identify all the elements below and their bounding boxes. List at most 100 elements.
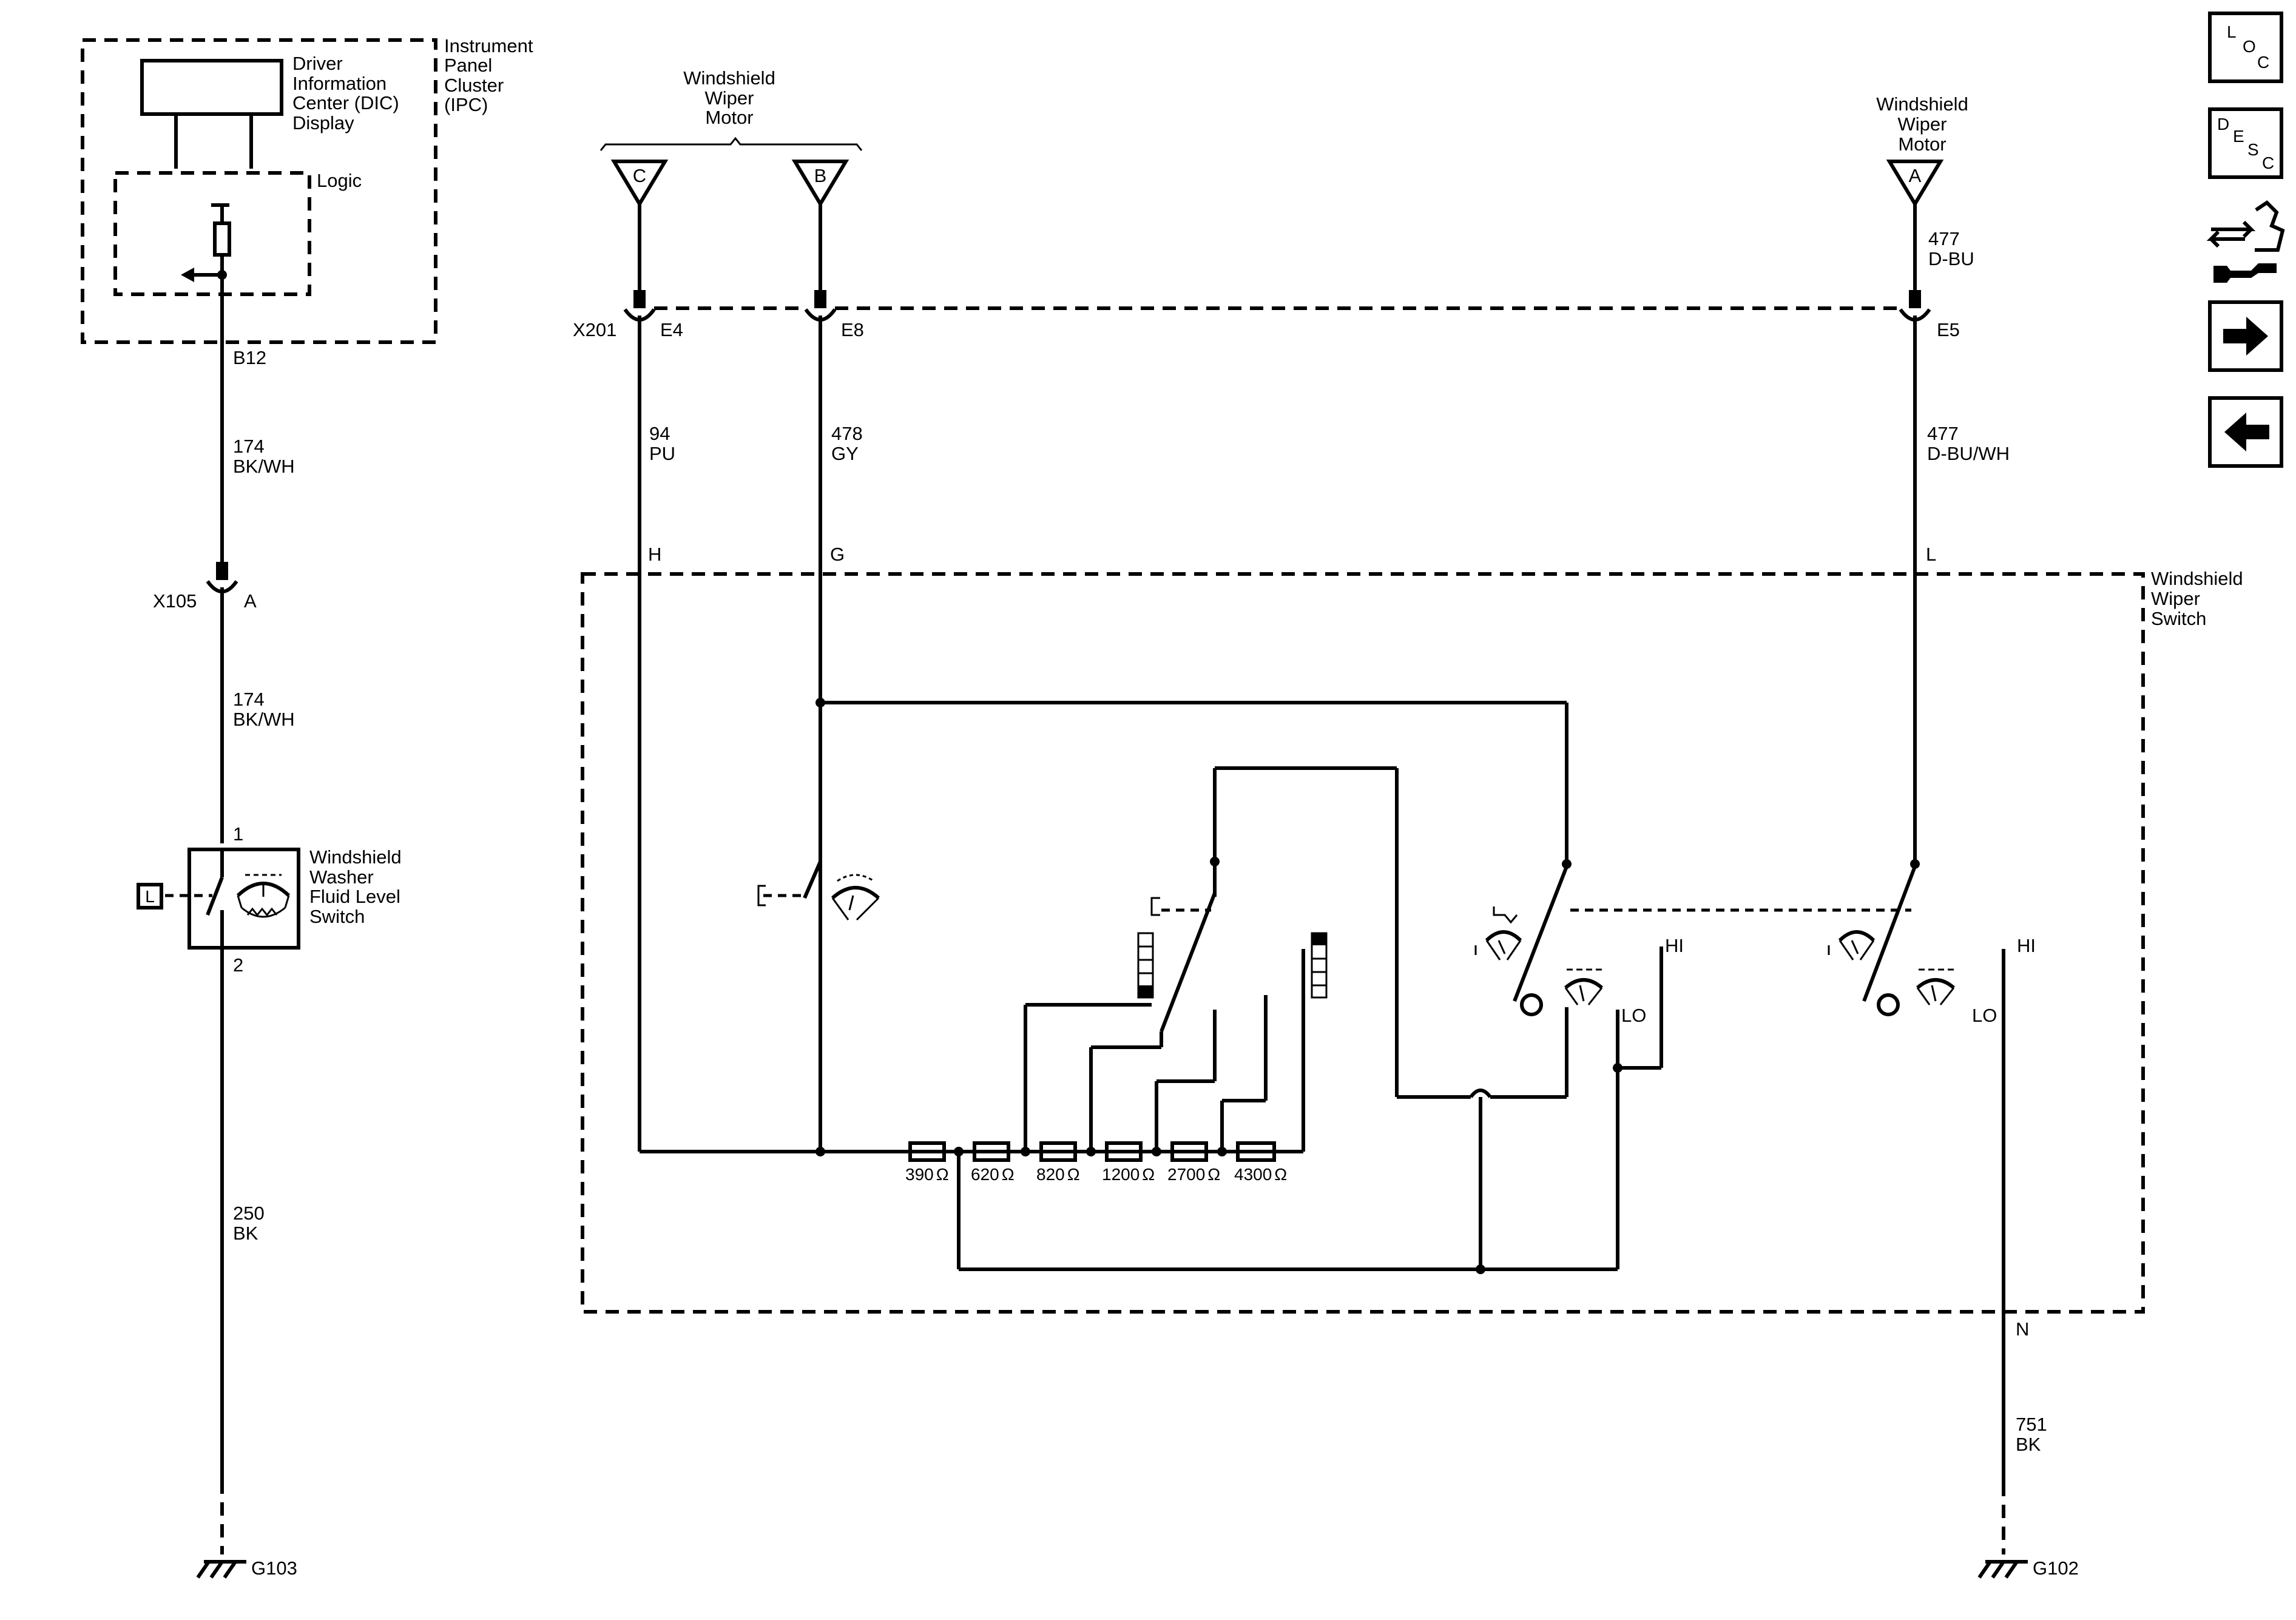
off-position-2-icon: [1877, 993, 1900, 1016]
terminal-c-icon: [610, 160, 669, 208]
washer-fluid-circuit: 174 BK/WH X105 A 174 BK/WH L 1 2 Windshi…: [137, 275, 402, 1579]
wiper-motor-right: Windshield Wiper Motor A 477 D-BU: [1876, 93, 1974, 269]
ipc-title-3: Cluster: [444, 75, 504, 96]
wire-477-number: 477: [1927, 423, 1959, 444]
desc-letter-s: S: [2247, 140, 2259, 159]
washer-button-icon: [757, 885, 766, 906]
motor-right-label-2: Wiper: [1898, 113, 1947, 135]
fluid-switch-label-2: Washer: [309, 866, 374, 888]
wire-477-color: D-BU/WH: [1927, 443, 2010, 464]
washer-fluid-gauge-icon: [236, 874, 291, 918]
mist-icon: [1493, 906, 1518, 924]
resistor-2700: [1170, 1141, 1208, 1162]
speed-switch-2-arm: [1862, 865, 1917, 1002]
loc-letter-o: O: [2243, 37, 2256, 56]
wire-94-number: 94: [649, 423, 670, 444]
loc-letter-l: L: [2227, 22, 2237, 41]
desc-button[interactable]: D E S C: [2208, 107, 2283, 179]
wiper-low-icon: [1564, 968, 1603, 1005]
wire-174-color: BK/WH: [233, 456, 295, 477]
next-arrow-icon[interactable]: [2208, 300, 2283, 372]
switch1-hi-label: HI: [1665, 935, 1684, 956]
fluid-level-switch-box: [187, 848, 300, 950]
delay-slow-icon: [1137, 932, 1154, 999]
ipc-module: Driver Information Center (DIC) Display …: [81, 35, 533, 368]
resistor-390: [908, 1141, 946, 1162]
pin-g: G: [830, 544, 845, 565]
wire-478-color: GY: [831, 443, 859, 464]
wiper-switch-boundary: [581, 572, 2145, 1314]
desc-letter-e: E: [2233, 127, 2244, 146]
terminal-a-label: A: [1909, 165, 1922, 186]
wiper-switch-label-1: Windshield: [2151, 568, 2243, 589]
dic-label-1: Driver: [292, 53, 343, 74]
ground-g103-icon: [196, 1560, 246, 1579]
wire-174-number: 174: [233, 436, 265, 457]
motor-right-label-1: Windshield: [1876, 93, 1968, 115]
x105-pin: A: [244, 590, 257, 612]
level-tag-box: [137, 883, 163, 910]
x201-label: X201: [573, 319, 616, 340]
motor-left-label-1: Windshield: [683, 67, 775, 89]
ground-g103-label: G103: [251, 1558, 297, 1579]
loc-button[interactable]: L O C: [2208, 12, 2283, 83]
delay-selector-arm: [1160, 892, 1217, 1033]
terminal-a-icon: [1886, 160, 1944, 208]
wiper-int-2-icon: [1828, 930, 1876, 960]
fluid-switch-label-3: Fluid Level: [309, 886, 400, 907]
ground-g102-icon: [1977, 1560, 2028, 1579]
logic-label: Logic: [317, 170, 362, 191]
wire-250-number: 250: [233, 1203, 265, 1224]
x201-connector: X201 E4 E8 E5: [573, 204, 1960, 340]
pin-n: N: [2016, 1318, 2029, 1340]
x201-pin-e4: E4: [660, 319, 683, 340]
wire-477-top-number: 477: [1928, 228, 1960, 249]
wire-174b-color: BK/WH: [233, 709, 295, 730]
switch-pin-1: 1: [233, 823, 243, 845]
previous-arrow-icon[interactable]: [2208, 396, 2283, 468]
connector-repair-icon[interactable]: [2206, 200, 2285, 283]
dic-label-4: Display: [292, 112, 354, 133]
wire-478-number: 478: [831, 423, 863, 444]
wire-250-color: BK: [233, 1223, 258, 1244]
switch-pin-2: 2: [233, 954, 243, 976]
off-position-icon: [1520, 993, 1543, 1016]
dic-label-3: Center (DIC): [292, 92, 399, 113]
ipc-title-4: (IPC): [444, 94, 488, 115]
x201-pin-e8: E8: [841, 319, 864, 340]
wiper-switch-label-3: Switch: [2151, 608, 2206, 629]
motor-left-label-3: Motor: [705, 107, 753, 128]
desc-letter-c: C: [2262, 154, 2274, 172]
resistor-1200: [1105, 1141, 1143, 1162]
ipc-title-2: Panel: [444, 55, 492, 76]
pin-l: L: [1926, 544, 1936, 565]
wiper-motor-left: Windshield Wiper Motor C B: [599, 67, 863, 208]
fluid-switch-label-1: Windshield: [309, 846, 402, 868]
terminal-b-label: B: [814, 165, 827, 186]
ground-g102-label: G102: [2033, 1558, 2079, 1579]
logic-boundary: [113, 171, 311, 296]
wire-477-top-color: D-BU: [1928, 248, 1974, 269]
level-tag: L: [145, 887, 155, 906]
dic-display-box: [140, 59, 283, 116]
desc-letter-d: D: [2217, 115, 2229, 133]
ipc-boundary: [81, 38, 437, 344]
loc-letter-c: C: [2257, 53, 2269, 72]
motor-left-label-2: Wiper: [705, 87, 754, 109]
ipc-pin-b12: B12: [233, 347, 266, 368]
x201-pin-e5: E5: [1937, 319, 1960, 340]
motor-right-label-3: Motor: [1898, 133, 1946, 155]
wire-751-color: BK: [2016, 1434, 2041, 1455]
wire-94-color: PU: [649, 443, 675, 464]
dic-label-2: Information: [292, 73, 387, 94]
fluid-switch-label-4: Switch: [309, 906, 365, 927]
